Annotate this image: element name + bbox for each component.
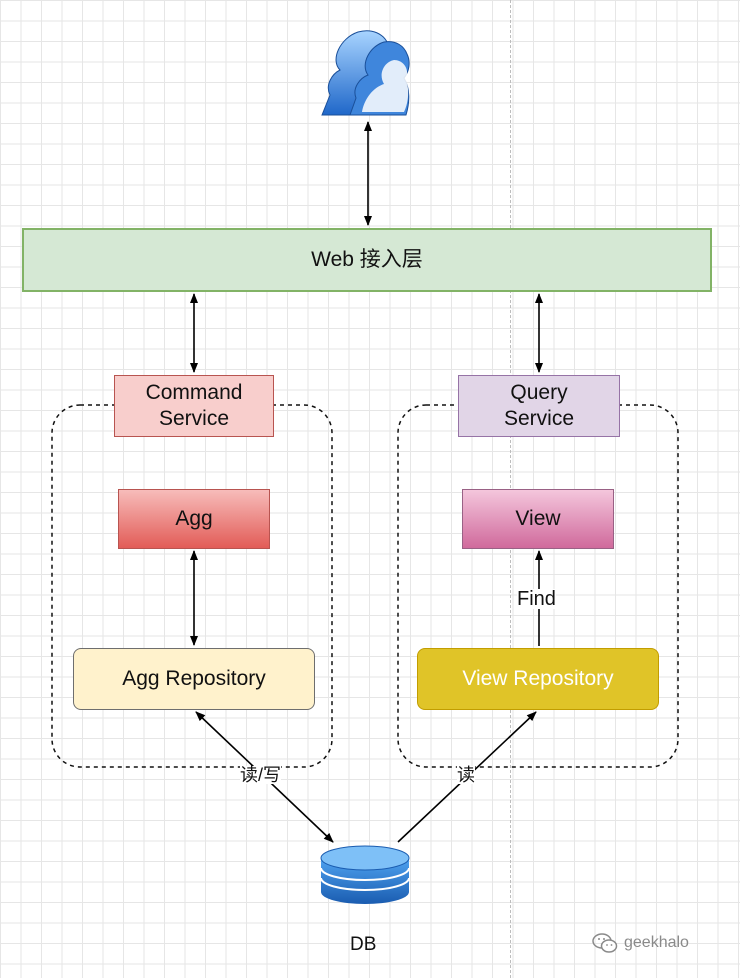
- read-edge-label: 读: [457, 765, 475, 785]
- agg-box: Agg: [118, 489, 270, 549]
- agg-label: Agg: [175, 506, 213, 530]
- web-layer-box: Web 接入层: [22, 228, 712, 292]
- view-repository-label: View Repository: [462, 666, 614, 690]
- view-label: View: [515, 506, 561, 530]
- database-icon: [320, 845, 410, 904]
- command-group-border: [51, 404, 333, 768]
- query-group-border: [397, 404, 679, 768]
- query-service-label: Query Service: [503, 380, 575, 430]
- agg-repository-box: Agg Repository: [73, 648, 315, 710]
- query-service-box: Query Service: [458, 375, 620, 437]
- find-edge-label: Find: [517, 588, 556, 610]
- db-label: DB: [350, 934, 377, 955]
- wechat-icon: [592, 933, 618, 953]
- command-service-box: Command Service: [114, 375, 274, 437]
- view-box: View: [462, 489, 614, 549]
- watermark-text: geekhalo: [624, 934, 689, 951]
- users-icon: [321, 30, 410, 116]
- agg-repository-label: Agg Repository: [122, 666, 266, 690]
- watermark: geekhalo: [592, 932, 689, 954]
- read-write-edge-label: 读/写: [240, 765, 282, 785]
- command-service-label: Command Service: [145, 380, 243, 430]
- view-repository-box: View Repository: [417, 648, 659, 710]
- web-layer-label: Web 接入层: [311, 247, 423, 271]
